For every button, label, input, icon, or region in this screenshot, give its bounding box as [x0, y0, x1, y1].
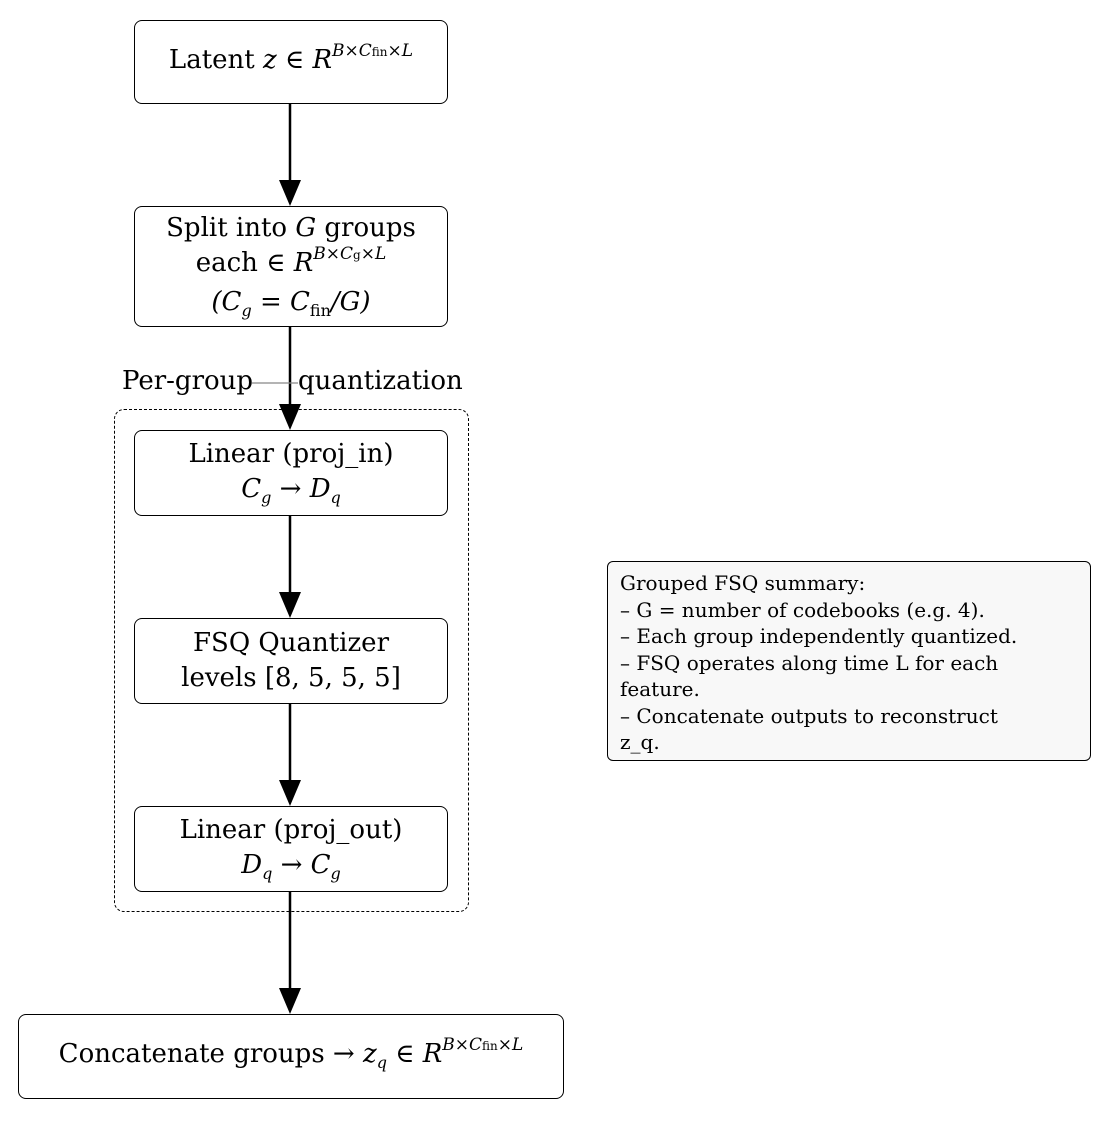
arrow-split-to-proj-in [279, 327, 301, 430]
summary-line: – Each group independently quantized. [620, 624, 1018, 648]
node-concatenate: Concatenate groups → zq ∈ RB×Cfin×L [18, 1014, 564, 1099]
group-label-right: quantization [298, 366, 463, 396]
group-label-left: Per-group [122, 366, 254, 396]
arrow-latent-to-split [279, 104, 301, 206]
node-split-line1: Split into G groups [166, 213, 416, 243]
summary-line: – G = number of codebooks (e.g. 4). [620, 597, 985, 622]
summary-line: – FSQ operates along time L for each [620, 650, 999, 675]
summary-line: – Concatenate outputs to reconstruct [620, 703, 998, 728]
summary-note: Grouped FSQ summary: – G = number of cod… [607, 561, 1091, 761]
summary-line: feature. [620, 677, 700, 701]
summary-title: Grouped FSQ summary: [620, 571, 866, 595]
node-proj-in: Linear (proj_in) Cg → Dq [134, 430, 448, 516]
node-fsq-line1: FSQ Quantizer [192, 628, 389, 658]
summary-line: z_q. [620, 730, 660, 754]
arrow-proj-in-to-fsq [279, 516, 301, 618]
node-concatenate-label: Concatenate groups → zq ∈ RB×Cfin×L [58, 1035, 524, 1072]
arrow-proj-out-to-concat [279, 892, 301, 1014]
node-fsq-quantizer: FSQ Quantizer levels [8, 5, 5, 5] [134, 618, 448, 704]
node-fsq-line2: levels [8, 5, 5, 5] [181, 663, 401, 693]
node-proj-in-line2: Cg → Dq [241, 474, 341, 507]
node-proj-out: Linear (proj_out) Dq → Cg [134, 806, 448, 892]
node-split-line2: each ∈ RB×Cg×L [195, 244, 387, 278]
node-latent: Latent z ∈ RB×Cfin×L [134, 20, 448, 104]
node-proj-out-line1: Linear (proj_out) [179, 815, 403, 845]
per-group-container [114, 409, 469, 912]
node-latent-label: Latent z ∈ RB×Cfin×L [168, 40, 414, 75]
arrow-fsq-to-proj-out [279, 704, 301, 806]
node-split-line3: (Cg = Cfin/G) [211, 287, 371, 320]
node-proj-in-line1: Linear (proj_in) [188, 439, 394, 469]
node-split: Split into G groups each ∈ RB×Cg×L (Cg =… [134, 206, 448, 327]
node-proj-out-line2: Dq → Cg [241, 850, 341, 883]
